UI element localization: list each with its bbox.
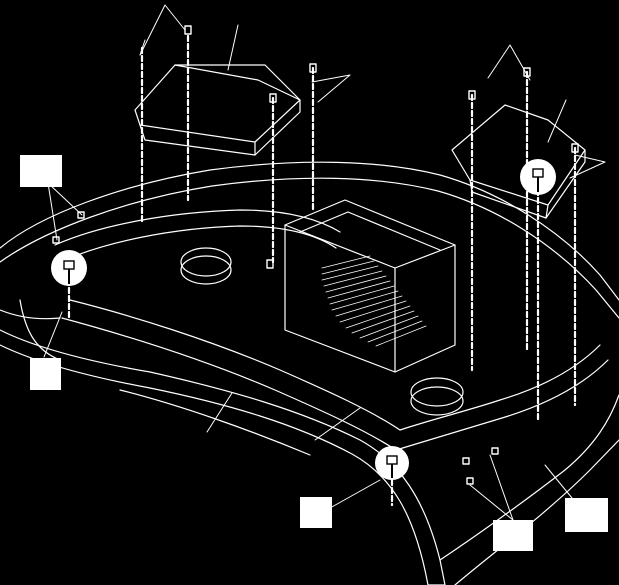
- screw-icon: [523, 67, 531, 77]
- callout-mid-left: [30, 358, 61, 390]
- drain-cup-right-base: [410, 386, 464, 416]
- screw-icon: [266, 259, 274, 269]
- screw-icon: [462, 457, 470, 465]
- screw-icon: [468, 90, 476, 100]
- screw-icon: [491, 447, 499, 455]
- callout-top-left: [20, 155, 62, 187]
- drain-cup-left-base: [180, 255, 232, 285]
- screw-icon: [309, 63, 317, 73]
- battery-block: [284, 199, 456, 373]
- magnified-details: [51, 159, 556, 480]
- callout-bottom-center: [300, 497, 332, 528]
- detail-screw-bottom: [375, 446, 409, 480]
- screw-icon: [77, 211, 85, 219]
- screw-icon: [184, 25, 192, 35]
- callout-right: [565, 498, 608, 532]
- screw-icon: [269, 93, 277, 103]
- screw-icon: [52, 236, 60, 244]
- drain-cup-left: [180, 247, 232, 277]
- callout-bottom-right: [493, 520, 533, 551]
- screw-icon: [466, 477, 474, 485]
- assembly-axes: [67, 34, 577, 507]
- screw-icon: [571, 143, 579, 153]
- leader-lines: [43, 4, 606, 521]
- detail-screw-right: [520, 159, 556, 195]
- fasteners: [52, 25, 579, 485]
- drain-cup-right: [410, 377, 464, 407]
- battery-fins: [321, 255, 427, 347]
- detail-screw-left: [51, 250, 87, 286]
